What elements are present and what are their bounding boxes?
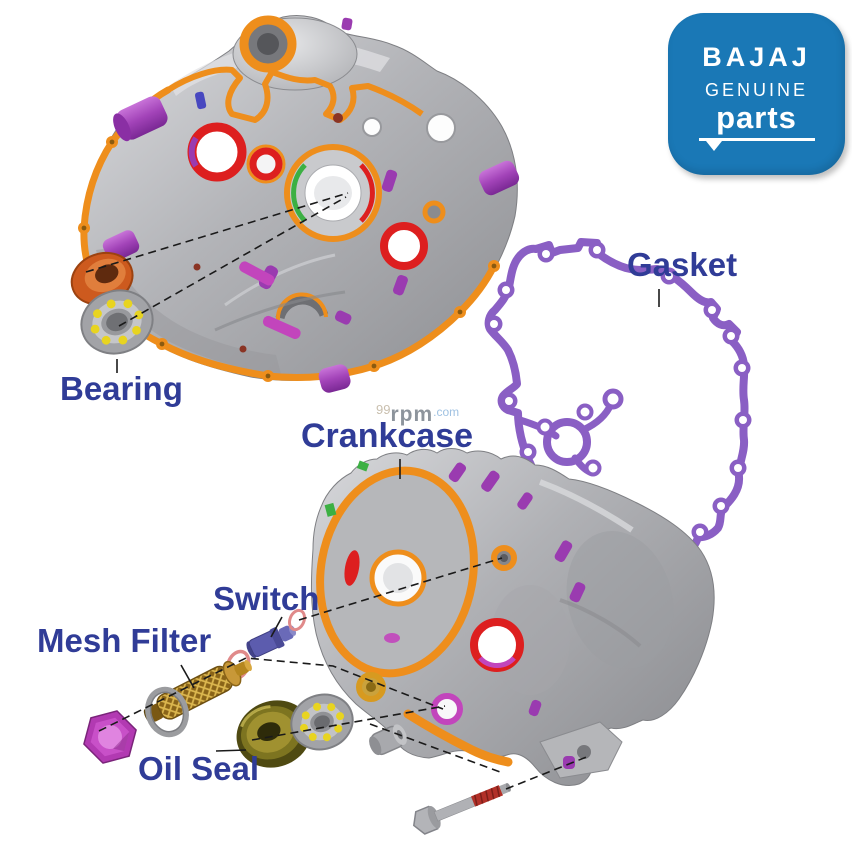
logo-underline-arrow-icon [698,138,815,151]
watermark-99rpm: 99rpm.com [376,402,459,427]
dowel-pin-large [113,96,168,142]
mounting-bolt [412,783,511,835]
label-gasket: Gasket [627,246,738,283]
watermark-main: rpm [390,403,434,426]
label-mesh-filter: Mesh Filter [37,622,212,659]
label-pointer-lines [116,289,660,752]
bajaj-genuine-parts-badge: BAJAJ GENUINE parts [668,13,845,175]
dowel-sleeves-and-plugs [193,17,408,353]
label-oil-seal: Oil Seal [138,750,260,787]
ball-bearing-main [80,289,154,355]
assembly-dashed-lines [85,192,590,790]
crank-bore [284,144,382,242]
genuine-text: GENUINE [704,80,808,100]
label-bearing: Bearing [60,370,183,407]
o-ring-small [288,608,306,632]
crankcase-right-half [78,15,518,382]
o-ring-gray [145,686,189,738]
drain-plug [83,710,137,764]
dowel-pin-bottom [318,364,351,393]
ball-bearing-small [290,693,354,751]
bajaj-wordmark: BAJAJ [702,42,811,72]
dowel-pin-right [478,160,520,196]
watermark-sup: 99 [376,402,391,417]
parts-text: parts [716,100,797,135]
crankcase-left-half [310,448,715,786]
watermark-tld: .com [433,405,460,419]
label-switch: Switch [213,580,320,617]
label-crankcase: Crankcase [301,417,474,455]
